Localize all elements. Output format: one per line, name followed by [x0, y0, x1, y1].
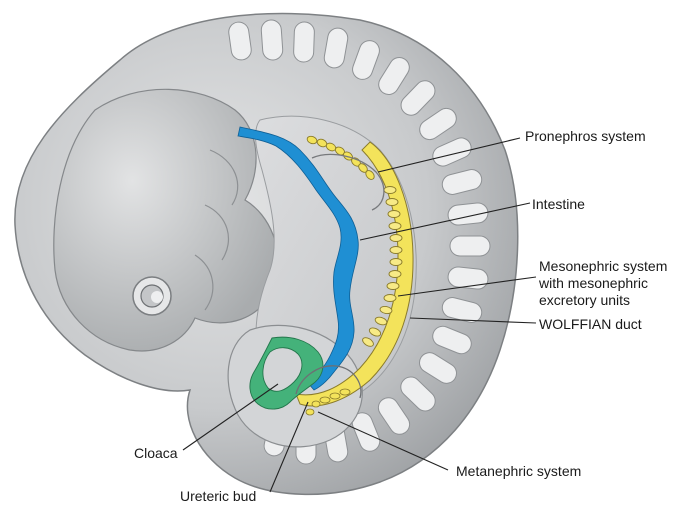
label-cloaca: Cloaca: [134, 445, 178, 462]
otic-structure: [133, 277, 171, 315]
label-mesonephric-system: Mesonephric system with mesonephric excr…: [539, 258, 667, 309]
label-pronephros-system: Pronephros system: [525, 128, 646, 145]
label-wolffian-duct: WOLFFIAN duct: [539, 316, 642, 333]
label-metanephric-system: Metanephric system: [456, 463, 581, 480]
label-ureteric-bud: Ureteric bud: [180, 488, 256, 505]
label-intestine: Intestine: [532, 196, 585, 213]
